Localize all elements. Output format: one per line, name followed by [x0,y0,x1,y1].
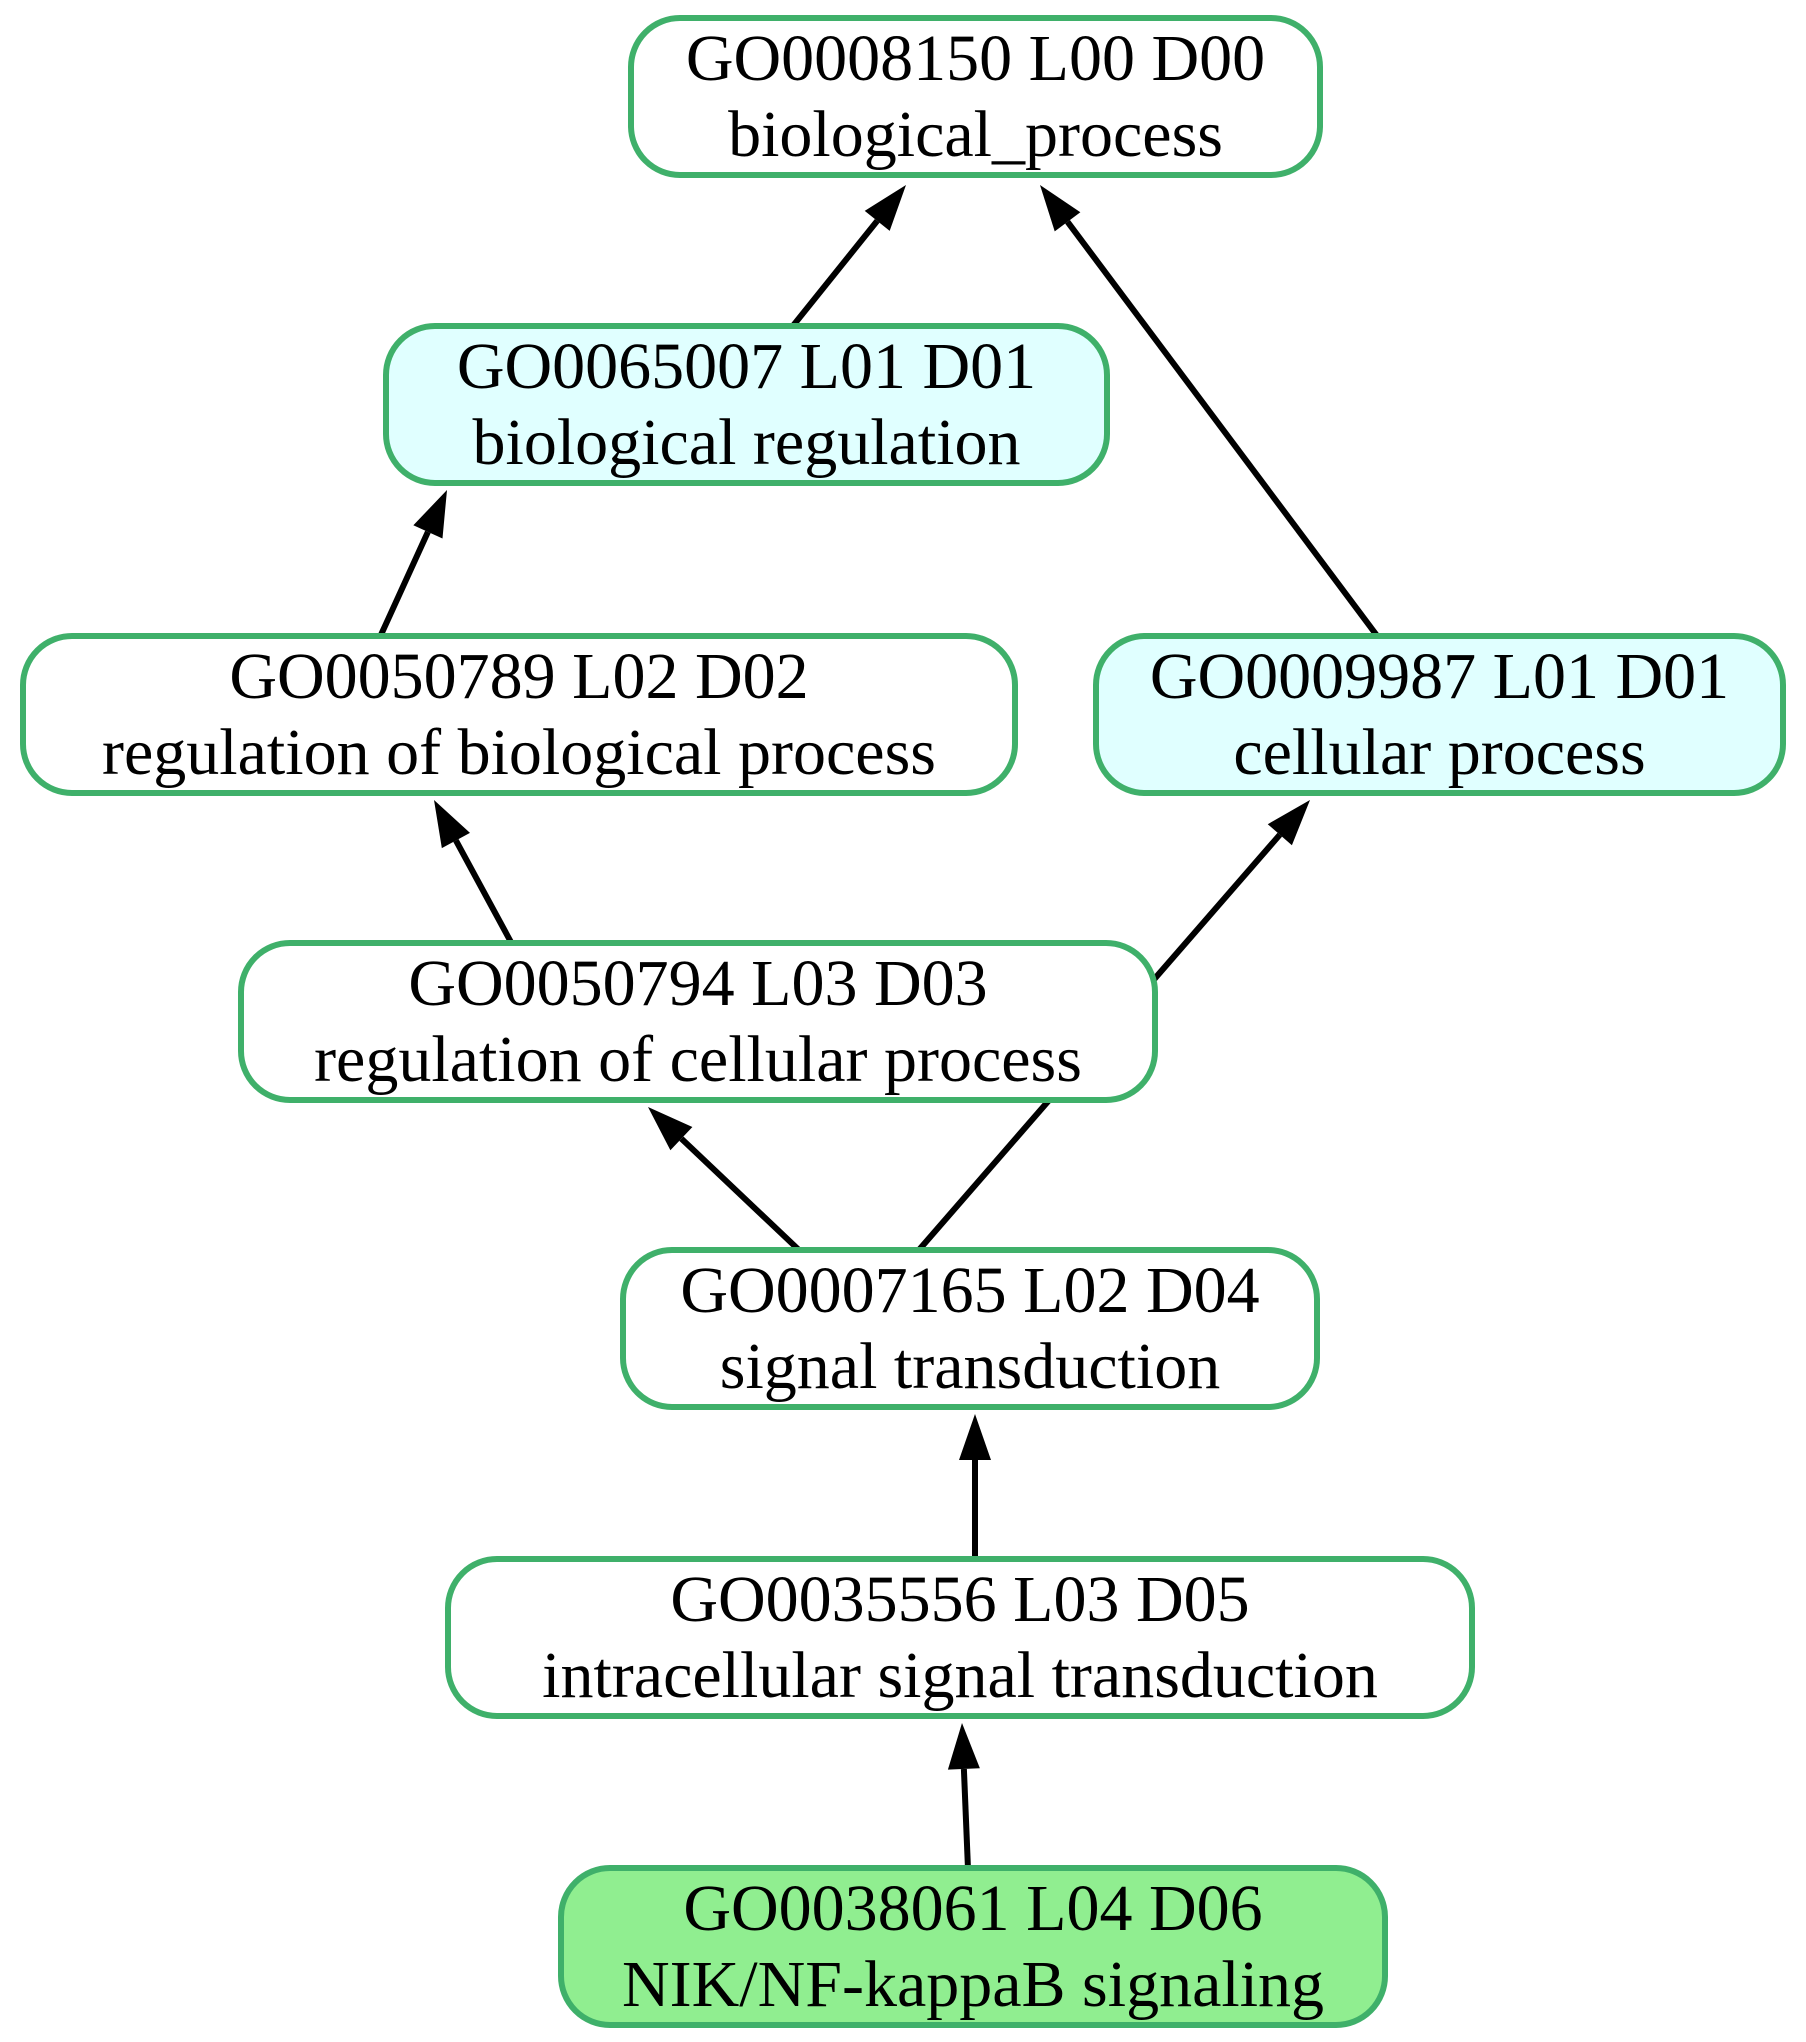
node-go0038061-id: GO0038061 L04 D06 [683,1871,1263,1945]
node-go0009987-label: cellular process [1233,715,1646,789]
node-go0007165: GO0007165 L02 D04 signal transduction [620,1247,1320,1410]
node-go0050789-label: regulation of biological process [102,715,936,789]
node-go0008150: GO0008150 L00 D00 biological_process [628,15,1323,178]
node-go0065007: GO0065007 L01 D01 biological regulation [383,323,1110,486]
node-go0050794-label: regulation of cellular process [314,1022,1082,1096]
node-go0008150-id: GO0008150 L00 D00 [685,21,1266,95]
node-go0050794: GO0050794 L03 D03 regulation of cellular… [238,940,1158,1103]
node-go0050789: GO0050789 L02 D02 regulation of biologic… [20,633,1018,796]
arrowhead-GO0007165-to-GO0050794 [648,1107,693,1151]
node-go0050789-id: GO0050789 L02 D02 [229,639,809,713]
node-go0008150-label: biological_process [728,97,1223,171]
edge-GO0050789-to-GO0065007 [377,530,431,639]
edge-GO0007165-to-GO0050794 [679,1136,803,1254]
node-go0035556-label: intracellular signal transduction [542,1638,1378,1712]
arrowhead-GO0007165-to-GO0009987 [1267,800,1310,846]
arrowhead-GO0050794-to-GO0050789 [434,800,470,849]
arrowhead-GO0065007-to-GO0008150 [864,185,906,231]
edge-GO0050794-to-GO0050789 [453,839,515,946]
node-go0009987: GO0009987 L01 D01 cellular process [1093,633,1786,796]
node-go0065007-label: biological regulation [472,405,1021,479]
edge-GO0065007-to-GO0008150 [789,218,880,329]
arrowhead-GO0038061-to-GO0035556 [947,1723,980,1770]
arrowhead-GO0050789-to-GO0065007 [413,490,447,539]
edge-GO0009987-to-GO0008150 [1065,220,1381,639]
node-go0038061-label: NIK/NF-kappaB signaling [621,1947,1325,2021]
node-go0038061: GO0038061 L04 D06 NIK/NF-kappaB signalin… [558,1865,1388,2028]
node-go0007165-id: GO0007165 L02 D04 [680,1253,1260,1327]
node-go0035556-id: GO0035556 L03 D05 [670,1562,1250,1636]
edge-GO0038061-to-GO0035556 [960,1768,971,1870]
node-go0007165-label: signal transduction [719,1329,1221,1403]
node-go0035556: GO0035556 L03 D05 intracellular signal t… [445,1556,1475,1719]
arrowhead-GO0009987-to-GO0008150 [1040,185,1081,232]
node-go0065007-id: GO0065007 L01 D01 [456,329,1037,403]
node-go0009987-id: GO0009987 L01 D01 [1149,639,1730,713]
node-go0050794-id: GO0050794 L03 D03 [408,946,988,1020]
arrowhead-GO0035556-to-GO0007165 [959,1414,991,1460]
